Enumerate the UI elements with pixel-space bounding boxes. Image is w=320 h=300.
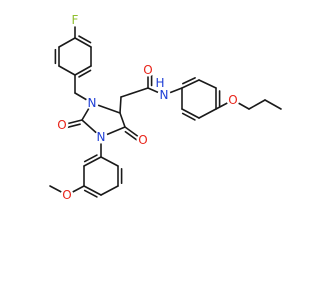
atom-label-o_oprop: O [228,93,237,107]
atom-n1-background [94,130,108,144]
atom-label-o_c2: O [57,118,66,132]
bond-pc1-pc2 [248,99,266,110]
bond-m4-m5 [100,185,119,196]
atom-o_c5-background [136,133,150,147]
bond-r1-r2-double [182,77,196,85]
atom-label-o_amide: O [143,63,152,77]
bond-f1-f2 [58,37,76,48]
atom-o_ome-background [60,188,74,202]
bond-f6-f1 [74,37,92,48]
bond-m3-m4 [83,185,102,196]
atom-label-n1: N [97,130,106,144]
bond-f6-f1-double [78,35,92,44]
atom-n3-background [85,96,99,110]
bond-C5-O5-double [124,130,140,142]
atom-o_c2-background [55,118,69,132]
atom-nh-background [157,88,171,102]
bond-m1-m2 [83,156,102,167]
bond-f3-f4 [58,65,76,76]
atom-label-o_c5: O [138,133,147,147]
atom-o_oprop-background [226,93,240,107]
bond-C5-C4 [119,112,126,128]
bond-C4-ch2b [119,96,122,114]
bond-r5-r6 [181,108,200,119]
bond-m1-m2-double [83,154,98,163]
bond-r4-r5 [198,108,217,119]
atom-o_amide-background [141,63,155,77]
atom-label-h: H [155,76,164,90]
bond-f4-f5-double [78,69,92,78]
atom-f-background [68,13,82,27]
atom-label-nh: N [160,88,169,102]
atom-label-f: F [72,13,79,27]
bond-r1-r2 [181,79,200,89]
bond-m6-m1 [100,156,119,167]
bond-pc2-pc3 [264,99,282,110]
atom-h-background [153,76,167,90]
atom-label-n3: N [88,96,97,110]
bond-ch2b-Cam [120,87,149,98]
bond-r5-r6-double [181,112,196,121]
bond-m3-m4-double [83,189,98,198]
molecule-canvas: FNNNOOOOOHN [49,13,282,202]
bond-f4-f5 [74,65,92,76]
structure-diagram: FNNNOOOOOHN [49,13,282,202]
atom-label-o_ome: O [62,188,71,202]
bond-r2-r3 [198,79,217,89]
